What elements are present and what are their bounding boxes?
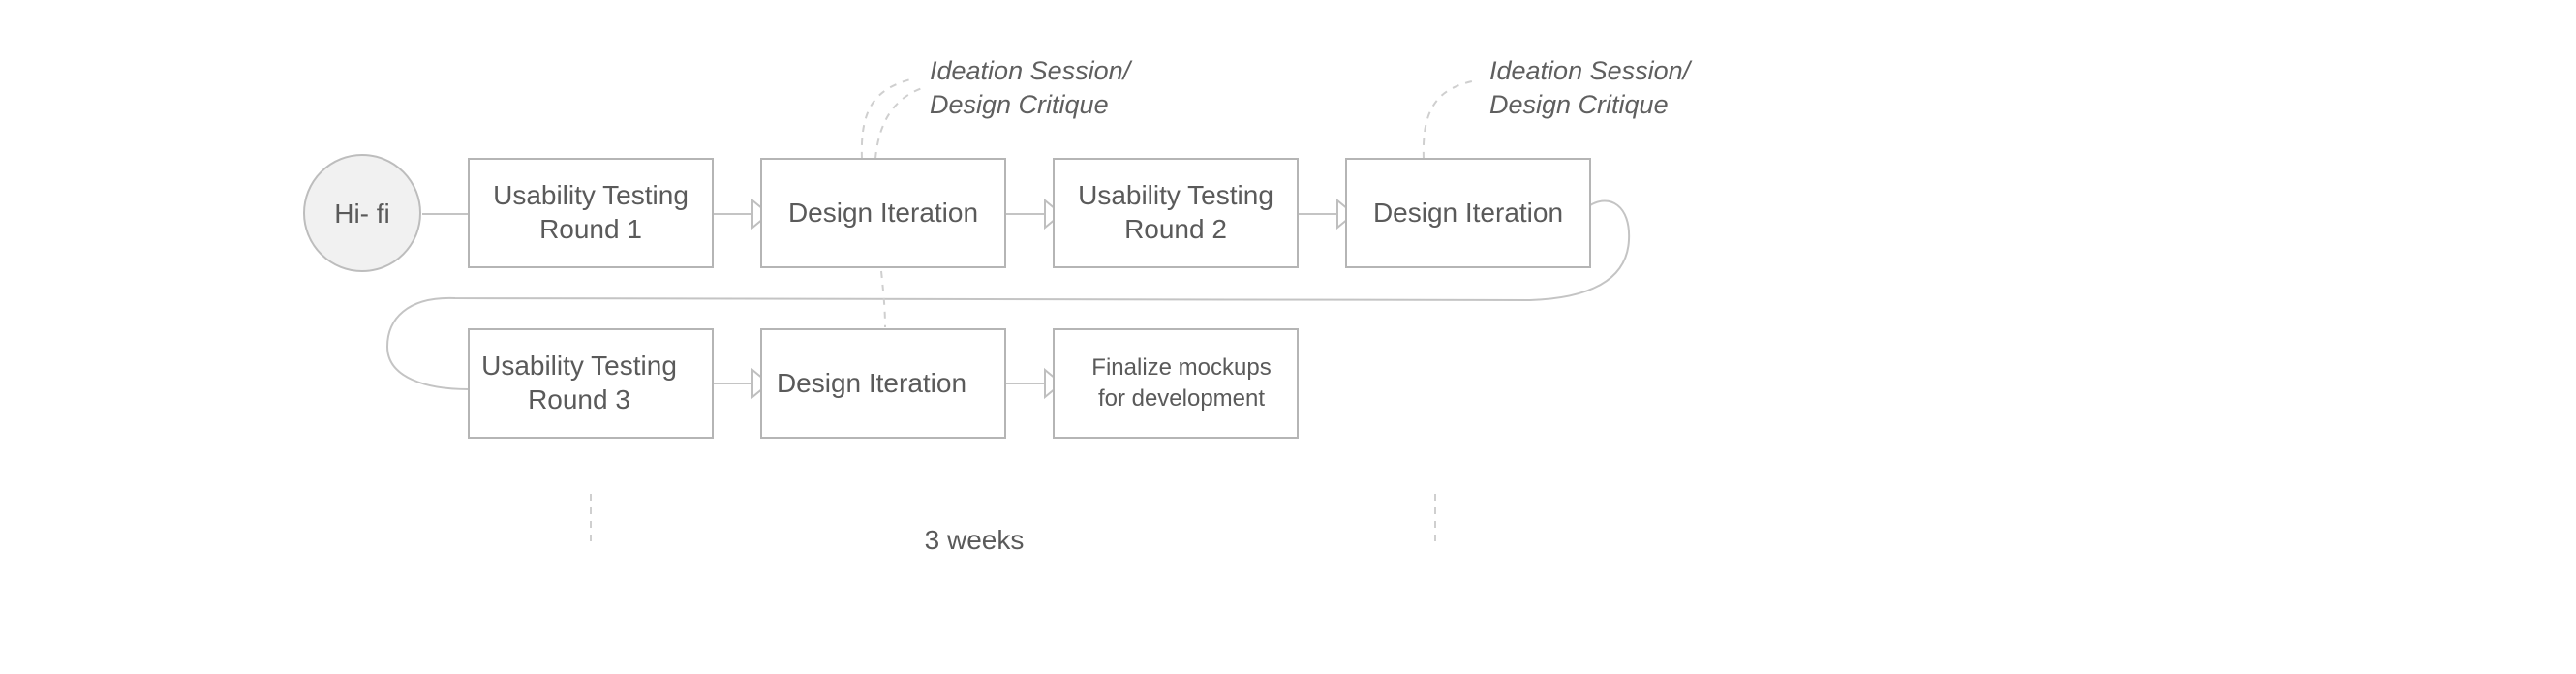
step-usability-testing-round-1: Usability Testing Round 1: [468, 158, 714, 268]
note-ideation-1: Ideation Session/ Design Critique: [930, 56, 1133, 119]
step-label-line1: Design Iteration: [788, 198, 978, 228]
note-connector: [880, 270, 886, 328]
start-node: Hi- fi: [303, 154, 421, 272]
step-label-line2: Round 2: [1124, 214, 1227, 244]
step-label-line1: Usability Testing: [493, 180, 689, 210]
connector-wraparound: [385, 199, 1631, 390]
annotation-connectors: [590, 78, 1473, 544]
note-line1: Ideation Session/: [1489, 56, 1693, 85]
note-connector: [874, 86, 926, 160]
step-label-line2: for development: [1098, 385, 1265, 412]
step-label-line2: Round 3: [528, 384, 630, 414]
step-label-line1: Usability Testing: [1078, 180, 1273, 210]
note-line2: Design Critique: [1489, 90, 1669, 119]
note-connector: [860, 78, 911, 160]
step-usability-testing-round-3: Usability Testing Round 3: [468, 328, 714, 439]
step-label-line1: Usability Testing: [481, 351, 677, 381]
step-label-line1: Design Iteration: [1373, 198, 1563, 228]
step-design-iteration-3: Design Iteration: [760, 328, 1006, 439]
step-label-line2: Round 1: [539, 214, 642, 244]
step-usability-testing-round-2: Usability Testing Round 2: [1053, 158, 1299, 268]
note-line2: Design Critique: [930, 90, 1109, 119]
note-ideation-2: Ideation Session/ Design Critique: [1489, 56, 1693, 119]
note-connector: [1422, 80, 1473, 160]
start-node-label: Hi- fi: [334, 199, 390, 229]
step-design-iteration-2: Design Iteration: [1345, 158, 1591, 268]
step-label-line1: Finalize mockups: [1091, 354, 1271, 381]
step-finalize-mockups: Finalize mockups for development: [1053, 328, 1299, 439]
duration-label: 3 weeks: [925, 525, 1025, 555]
step-design-iteration-1: Design Iteration: [760, 158, 1006, 268]
step-label-line1: Design Iteration: [777, 368, 966, 398]
note-line1: Ideation Session/: [930, 56, 1133, 85]
